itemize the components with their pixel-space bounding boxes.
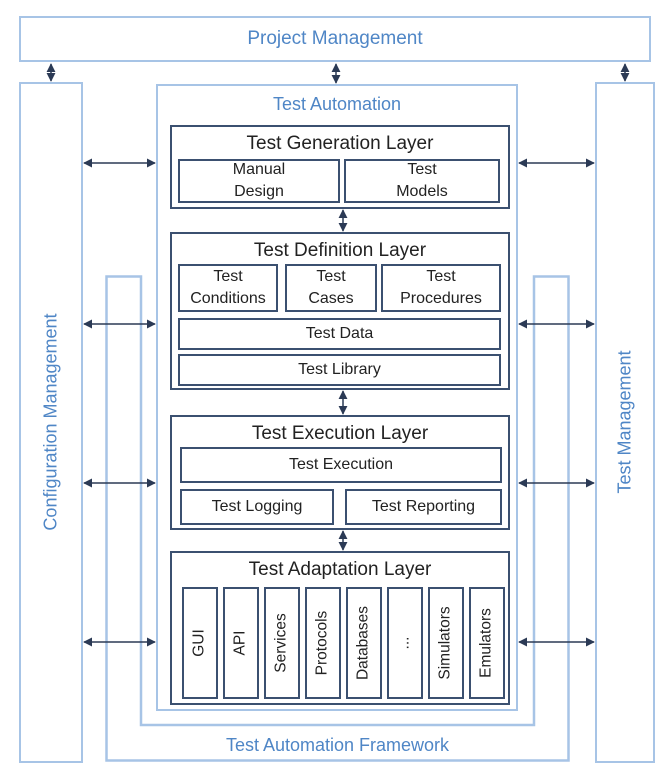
test-automation-label: Test Automation [272,94,402,114]
test-execution-layer: Test Execution Layer Test Execution Test… [170,415,510,530]
project-management-label: Project Management [247,28,423,49]
manual-design-line1: Manual [232,161,286,179]
manual-design-line2: Design [234,183,284,200]
test-automation-framework-label: Test Automation Framework [225,735,450,755]
test-models-box: Test Models [344,159,500,203]
test-cases-line2: Cases [308,290,354,307]
test-generation-layer-title: Test Generation Layer [246,133,434,154]
framework-outline [105,275,570,762]
protocols-box: Protocols [305,587,341,699]
test-automation-box: Test Automation [156,84,518,711]
test-cases-box: Test Cases [285,264,377,312]
manual-design-box: Manual Design [178,159,340,203]
test-models-line2: Models [396,183,448,200]
test-procedures-line1: Test [426,268,456,286]
test-reporting-box: Test Reporting [345,489,502,525]
test-definition-layer: Test Definition Layer Test Conditions Te… [170,232,510,390]
test-definition-layer-title: Test Definition Layer [253,240,427,261]
emulators-box: Emulators [469,587,505,699]
test-automation-framework-frame: Test Automation Framework [105,275,570,762]
test-conditions-line1: Test [213,268,243,286]
test-generation-layer: Test Generation Layer Manual Design Test… [170,125,510,209]
test-adaptation-layer: Test Adaptation Layer GUI API Services P… [170,551,510,705]
services-box: Services [264,587,300,699]
test-execution-box: Test Execution [180,447,502,483]
test-adaptation-layer-title: Test Adaptation Layer [248,559,432,580]
test-execution-layer-title: Test Execution Layer [251,423,429,444]
test-logging-box: Test Logging [180,489,334,525]
test-conditions-line2: Conditions [190,290,266,307]
test-procedures-line2: Procedures [400,290,482,307]
test-cases-line1: Test [316,268,346,286]
databases-box: Databases [346,587,382,699]
test-conditions-box: Test Conditions [178,264,278,312]
test-models-line1: Test [407,161,437,179]
test-procedures-box: Test Procedures [381,264,501,312]
test-data-box: Test Data [178,318,501,350]
gui-box: GUI [182,587,218,699]
project-management-box: Project Management [19,16,651,62]
test-management-box [595,82,655,763]
api-box: API [223,587,259,699]
configuration-management-box [19,82,83,763]
more-items-box: ... [387,587,423,699]
simulators-box: Simulators [428,587,464,699]
test-library-box: Test Library [178,354,501,386]
